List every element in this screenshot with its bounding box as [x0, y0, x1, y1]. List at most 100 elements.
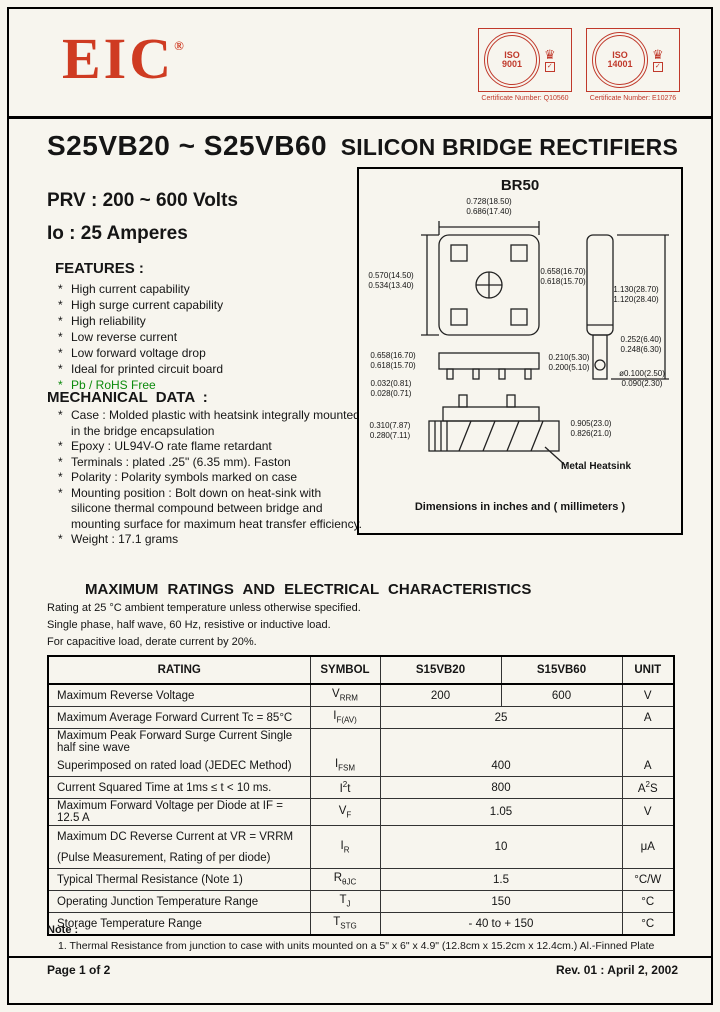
feature-item: *High reliability	[58, 314, 146, 328]
ratings-condition: Rating at 25 °C ambient temperature unle…	[47, 602, 361, 614]
features-list: *High current capability *High surge cur…	[58, 281, 358, 393]
asterisk-bullet: *	[58, 470, 63, 484]
ratings-condition: For capacitive load, derate current by 2…	[47, 636, 257, 648]
mechanical-item: *Polarity : Polarity symbols marked on c…	[58, 470, 298, 484]
rating-value	[379, 728, 623, 755]
table-row: Maximum Reverse Voltage VRRM 200 600 V	[47, 683, 675, 707]
asterisk-bullet: *	[58, 362, 63, 376]
rating-symbol	[309, 728, 381, 755]
ratings-condition: Single phase, half wave, 60 Hz, resistiv…	[47, 619, 331, 631]
package-drawing	[421, 221, 669, 466]
dimension-label: ø0.100(2.50) 0.090(2.30)	[619, 369, 665, 389]
asterisk-bullet: *	[58, 298, 63, 312]
rating-name: Storage Temperature Range	[47, 912, 311, 936]
dimension-label: 0.658(16.70) 0.618(15.70)	[370, 351, 416, 371]
rating-value: 800	[379, 776, 623, 799]
dimension-label: 0.210(5.30) 0.200(5.10)	[548, 353, 590, 373]
rating-symbol: TJ	[309, 890, 381, 913]
rating-value: 150	[379, 890, 623, 913]
crown-icon: ♛ ✓	[652, 48, 664, 73]
package-diagram: BR50	[357, 167, 683, 535]
feature-item: *Low reverse current	[58, 330, 178, 344]
asterisk-bullet: *	[58, 532, 63, 546]
asterisk-bullet: *	[58, 282, 63, 296]
rating-unit: A	[621, 706, 675, 729]
metal-heatsink-label: Metal Heatsink	[561, 461, 632, 472]
table-row: Maximum Average Forward Current Tc = 85°…	[47, 706, 675, 729]
dimension-label: 0.905(23.0) 0.826(21.0)	[570, 419, 612, 439]
package-name: BR50	[500, 177, 540, 194]
rating-value: 1.5	[379, 868, 623, 891]
table-row: Typical Thermal Resistance (Note 1) RθJC…	[47, 868, 675, 891]
table-row: Superimposed on rated load (JEDEC Method…	[47, 755, 675, 777]
iso14001-cert-number: Certificate Number: E10276	[589, 95, 677, 102]
footer-rule	[9, 956, 711, 958]
rating-unit: A	[621, 755, 675, 777]
rating-unit: °C	[621, 890, 675, 913]
asterisk-bullet: *	[58, 439, 63, 453]
rating-name: Operating Junction Temperature Range	[47, 890, 311, 913]
asterisk-bullet: *	[58, 408, 63, 422]
asterisk-bullet: *	[58, 314, 63, 328]
rating-name: Maximum Peak Forward Surge Current Singl…	[47, 728, 311, 755]
mechanical-item-weight: *Weight : 17.1 grams	[58, 532, 179, 546]
feature-item: *High current capability	[58, 282, 190, 296]
io-spec: Io : 25 Amperes	[47, 223, 188, 244]
col-s15vb20: S15VB20	[379, 655, 502, 685]
feature-item: *Low forward voltage drop	[58, 346, 206, 360]
table-row: Maximum Forward Voltage per Diode at IF …	[47, 798, 675, 826]
asterisk-bullet: *	[58, 346, 63, 360]
asterisk-bullet: *	[58, 454, 63, 469]
rating-name: Maximum Average Forward Current Tc = 85°…	[47, 706, 311, 729]
rating-name: (Pulse Measurement, Rating of per diode)	[47, 847, 311, 869]
iso14001-badge: ISO 14001 ♛ ✓ Certificate Number: E10276	[586, 28, 680, 102]
rating-unit: A2S	[621, 776, 675, 799]
part-number-title: S25VB20 ~ S25VB60	[47, 130, 328, 161]
note-text: 1. Thermal Resistance from junction to c…	[58, 940, 655, 952]
rating-symbol: VF	[309, 798, 381, 826]
iso-14001-seal: ISO 14001	[592, 32, 648, 88]
page-number: Page 1 of 2	[47, 963, 111, 977]
rating-symbol: IFSM	[309, 755, 381, 777]
col-rating: RATING	[47, 655, 311, 685]
eic-logo: EIC®	[62, 26, 184, 91]
table-row: Current Squared Time at 1ms ≤ t < 10 ms.…	[47, 776, 675, 799]
rating-value: - 40 to + 150	[379, 912, 623, 936]
mechanical-item: *Terminals : plated .25" (6.35 mm). Fast…	[58, 454, 291, 469]
col-symbol: SYMBOL	[309, 655, 381, 685]
feature-item-rohs: *Pb / RoHS Free	[58, 378, 156, 392]
rating-value: 25	[379, 706, 623, 729]
table-header-row: RATING SYMBOL S15VB20 S15VB60 UNIT	[47, 655, 675, 685]
rating-name: Current Squared Time at 1ms ≤ t < 10 ms.	[47, 776, 311, 799]
features-heading: FEATURES :	[55, 260, 144, 277]
rating-value: 400	[379, 755, 623, 777]
rating-name: Typical Thermal Resistance (Note 1)	[47, 868, 311, 891]
rating-unit: °C	[621, 912, 675, 936]
rating-name: Maximum Forward Voltage per Diode at IF …	[47, 798, 311, 826]
page-frame	[7, 7, 713, 1005]
rating-value-20: 200	[379, 683, 502, 707]
feature-item: *Ideal for printed circuit board	[58, 362, 224, 376]
ratings-table: RATING SYMBOL S15VB20 S15VB60 UNIT Maxim…	[47, 655, 675, 936]
rating-unit: μA	[621, 825, 675, 869]
revision-date: Rev. 01 : April 2, 2002	[555, 963, 678, 977]
table-row: Maximum Peak Forward Surge Current Singl…	[47, 728, 675, 755]
dimension-label: 0.728(18.50) 0.686(17.40)	[466, 197, 512, 217]
iso9001-badge: ISO 9001 ♛ ✓ Certificate Number: Q10560	[478, 28, 572, 102]
dimension-label: 0.570(14.50) 0.534(13.40)	[368, 271, 414, 291]
rating-symbol: RθJC	[309, 868, 381, 891]
rating-name: Superimposed on rated load (JEDEC Method…	[47, 755, 311, 777]
feature-item: *High surge current capability	[58, 298, 224, 312]
rating-value-60: 600	[500, 683, 623, 707]
dimension-label: 0.658(16.70) 0.618(15.70)	[540, 267, 586, 287]
asterisk-bullet: *	[58, 378, 63, 392]
rating-name: Maximum Reverse Voltage	[47, 683, 311, 707]
rating-symbol: TSTG	[309, 912, 381, 936]
col-s15vb60: S15VB60	[500, 655, 623, 685]
rating-unit	[621, 728, 675, 755]
table-row: Storage Temperature Range TSTG - 40 to +…	[47, 912, 675, 936]
rating-value: 10	[379, 825, 623, 869]
ratings-heading: MAXIMUM RATINGS AND ELECTRICAL CHARACTER…	[85, 581, 532, 598]
mechanical-item: *Case : Molded plastic with heatsink int…	[58, 408, 360, 438]
mechanical-heading: MECHANICAL DATA :	[47, 389, 208, 406]
